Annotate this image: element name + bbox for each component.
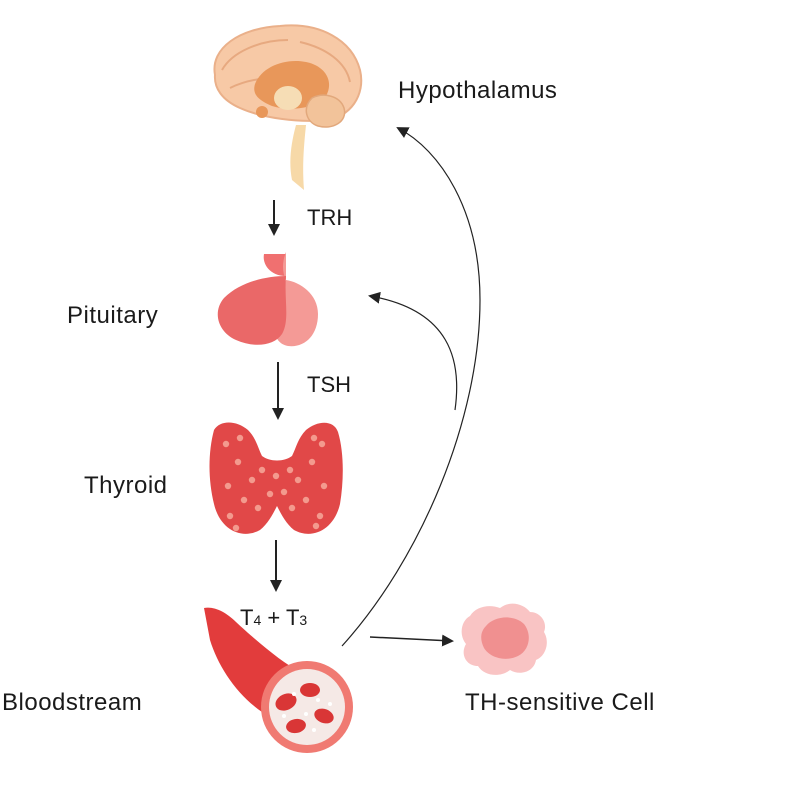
t4-sub: 4 (253, 612, 262, 628)
thyroid-texture-dot (294, 476, 302, 484)
thyroid-gland-icon (209, 422, 343, 534)
feedback-arrow-to-hypothalamus (341, 127, 481, 647)
thyroid-texture-dot (240, 496, 248, 504)
thyroid-texture-dot (224, 482, 232, 490)
thyroid-texture-dot (312, 522, 320, 530)
thyroid-texture-dot (302, 496, 310, 504)
thyroid-texture-dot (320, 482, 328, 490)
brain-icon (213, 24, 363, 190)
thyroid-texture-dot (280, 488, 288, 496)
blood-vessel-icon (204, 607, 353, 753)
thyroid-texture-dot (232, 524, 240, 532)
label-bloodstream: Bloodstream (2, 689, 143, 716)
thyroid-texture-dot (288, 504, 296, 512)
pituitary-gland-icon (217, 252, 318, 347)
plus-sign: + (261, 605, 286, 630)
thyroid-texture-dot (236, 434, 244, 442)
thyroid-texture-dot (248, 476, 256, 484)
thyroid-texture-dot (234, 458, 242, 466)
label-th-sensitive-cell: TH-sensitive Cell (465, 689, 655, 716)
hormone-tsh: TSH (307, 372, 351, 397)
t4-base: T (240, 605, 254, 630)
thyroid-texture-dot (272, 472, 280, 480)
thyroid-texture-dot (316, 512, 324, 520)
thyroid-texture-dot (254, 504, 262, 512)
cell-icon (461, 603, 547, 675)
t3-sub: 3 (299, 612, 308, 628)
arrow-blood-to-cell (369, 634, 454, 647)
thyroid-texture-dot (286, 466, 294, 474)
label-hypothalamus: Hypothalamus (398, 77, 558, 104)
thyroid-texture-dot (266, 490, 274, 498)
hormone-trh: TRH (307, 205, 353, 230)
thyroid-texture-dot (226, 512, 234, 520)
thyroid-texture-dot (318, 440, 326, 448)
thyroid-texture-dot (310, 434, 318, 442)
thyroid-texture-dot (258, 466, 266, 474)
label-pituitary: Pituitary (67, 302, 159, 329)
thyroid-texture-dot (222, 440, 230, 448)
thyroid-texture-dot (308, 458, 316, 466)
hormone-t4-t3: T4 + T3 (240, 607, 307, 629)
label-thyroid: Thyroid (84, 472, 168, 499)
t3-base: T (285, 605, 300, 630)
feedback-arrow-to-pituitary (368, 291, 458, 411)
